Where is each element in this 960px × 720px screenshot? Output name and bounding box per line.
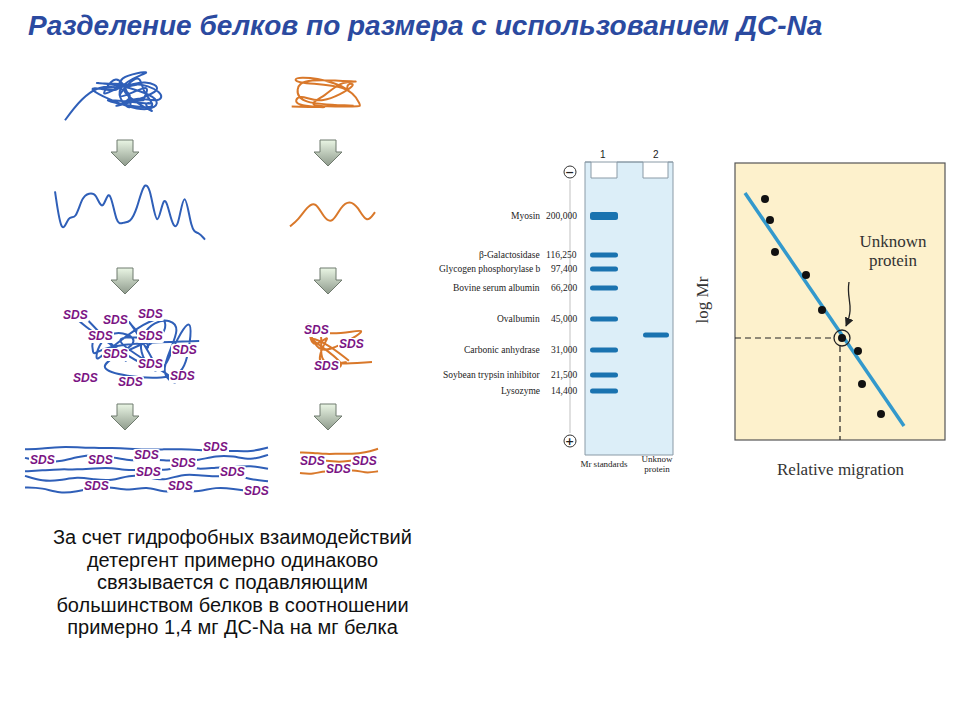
molecular-mass: 97,400 <box>551 264 577 274</box>
lane-caption: Unknow protein <box>630 455 684 475</box>
standard-band <box>590 389 618 394</box>
detergent-label: SDS <box>83 480 110 493</box>
standard-band <box>590 267 618 272</box>
electrode-sign: − <box>565 167 574 178</box>
step-arrows <box>111 140 342 430</box>
protein-chains <box>25 72 378 493</box>
detergent-label: SDS <box>87 454 114 467</box>
data-point <box>771 248 779 256</box>
molecular-mass: 31,000 <box>551 345 577 355</box>
caption: За счет гидрофобных взаимодействий детер… <box>40 526 425 639</box>
data-point <box>766 216 774 224</box>
detergent-label: SDS <box>72 372 99 385</box>
protein-name: Glycogen phosphorylase b <box>439 264 540 274</box>
unknown-band <box>643 333 669 338</box>
data-point <box>761 195 769 203</box>
protein-name: Myosin <box>511 211 540 221</box>
detergent-label: SDS <box>137 358 164 371</box>
detergent-label: SDS <box>299 455 326 468</box>
lane-number: 1 <box>600 149 606 160</box>
detergent-label: SDS <box>338 338 365 351</box>
detergent-label: SDS <box>219 466 246 479</box>
step-arrow <box>314 268 342 294</box>
step-arrow <box>314 404 342 430</box>
electrode-sign: + <box>565 436 574 447</box>
detergent-label: SDS <box>87 330 114 343</box>
gel <box>564 162 673 455</box>
data-point <box>802 271 810 279</box>
molecular-mass: 200,000 <box>546 211 577 221</box>
standard-band <box>590 212 618 220</box>
molecular-mass: 66,200 <box>551 283 577 293</box>
protein-name: Soybean trypsin inhibitor <box>443 370 540 380</box>
data-point <box>858 380 866 388</box>
standard-band <box>590 253 618 258</box>
detergent-label: SDS <box>351 455 378 468</box>
detergent-label: SDS <box>135 466 162 479</box>
calibration-plot <box>735 163 945 440</box>
detergent-label: SDS <box>62 309 89 322</box>
axis-label: log Mr <box>693 277 713 324</box>
detergent-label: SDS <box>102 348 129 361</box>
protein-name: Carbonic anhydrase <box>464 345 540 355</box>
molecular-mass: 21,500 <box>551 370 577 380</box>
detergent-label: SDS <box>137 330 164 343</box>
title: Разделение белков по размера с использов… <box>28 10 822 42</box>
lane-caption: Mr standards <box>577 460 631 470</box>
molecular-mass: 14,400 <box>551 386 577 396</box>
data-point <box>854 347 862 355</box>
detergent-label: SDS <box>167 480 194 493</box>
detergent-label: SDS <box>29 454 56 467</box>
detergent-label: SDS <box>117 376 144 389</box>
molecular-mass: 45,000 <box>551 314 577 324</box>
detergent-label: SDS <box>243 485 270 498</box>
protein-name: β-Galactosidase <box>479 250 540 260</box>
molecular-mass: 116,250 <box>546 250 577 260</box>
step-arrow <box>111 404 139 430</box>
detergent-label: SDS <box>170 457 197 470</box>
protein-name: Bovine serum albumin <box>453 283 540 293</box>
protein-chain <box>300 449 378 454</box>
data-point <box>818 306 826 314</box>
protein-chain <box>55 185 205 239</box>
step-arrow <box>111 268 139 294</box>
lane-number: 2 <box>653 149 659 160</box>
standard-band <box>590 317 618 322</box>
detergent-label: SDS <box>325 463 352 476</box>
detergent-label: SDS <box>169 370 196 383</box>
protein-name: Ovalbumin <box>497 314 540 324</box>
standard-band <box>590 373 618 378</box>
standard-band <box>590 348 618 353</box>
protein-chain <box>25 487 268 493</box>
step-arrow <box>314 140 342 166</box>
detergent-label: SDS <box>137 308 164 321</box>
protein-name: Lysozyme <box>501 386 540 396</box>
step-arrow <box>111 140 139 166</box>
detergent-label: SDS <box>102 314 129 327</box>
data-point <box>877 410 885 418</box>
axis-label: Relative migration <box>777 460 904 480</box>
detergent-label: SDS <box>133 449 160 462</box>
data-point <box>838 334 846 342</box>
protein-chain <box>290 202 375 226</box>
detergent-label: SDS <box>303 324 330 337</box>
detergent-label: SDS <box>171 344 198 357</box>
detergent-label: SDS <box>202 441 229 454</box>
protein-chain <box>292 78 360 107</box>
callout-label: Unknown protein <box>843 233 943 270</box>
protein-chain <box>65 72 161 120</box>
detergent-label: SDS <box>313 360 340 373</box>
standard-band <box>590 286 618 291</box>
